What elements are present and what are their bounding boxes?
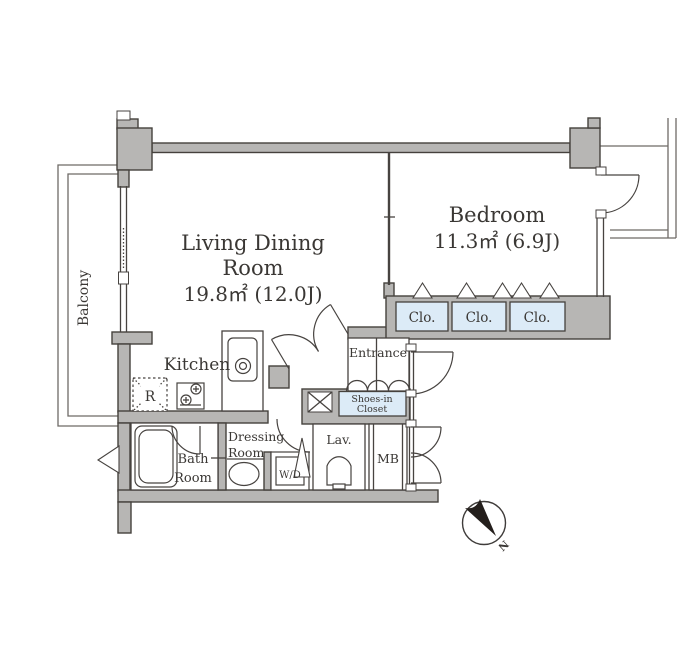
lavatory-floor bbox=[312, 423, 366, 491]
exhaust-vent-mark bbox=[96, 444, 120, 474]
entrance-floor bbox=[347, 337, 410, 392]
labels: Living Dining Room 19.8㎡ (12.0J) Bedroom… bbox=[76, 203, 560, 486]
closet-label-1: Clo. bbox=[409, 310, 436, 326]
shoes-closet-door-arc bbox=[345, 379, 369, 392]
pillar-left bbox=[116, 127, 153, 171]
wall-top-band bbox=[151, 142, 571, 154]
closet-fold-mark bbox=[492, 281, 513, 299]
pillar-right bbox=[569, 127, 601, 169]
meter-box-area bbox=[368, 423, 408, 491]
shoes-closet-door-arc bbox=[366, 379, 390, 392]
wall-bottom-band bbox=[117, 489, 439, 503]
compass-icon: N bbox=[461, 499, 511, 553]
refrigerator-label: R bbox=[145, 389, 156, 405]
door-jamb bbox=[405, 419, 417, 428]
dressing-area bbox=[211, 418, 311, 491]
bedroom-closets bbox=[395, 281, 566, 332]
bedroom-door-arc bbox=[600, 174, 640, 214]
entrance-label: Entrance bbox=[349, 345, 407, 360]
living-double-door-arc bbox=[313, 303, 331, 352]
compass-needle bbox=[465, 499, 496, 536]
meter-box-door-arc bbox=[410, 426, 442, 458]
kitchen-label: Kitchen bbox=[164, 355, 230, 375]
wall-below-pillar bbox=[117, 169, 130, 188]
shoes-closet-label-line2: Closet bbox=[357, 404, 388, 415]
living-double-door-leaf bbox=[329, 304, 349, 335]
balcony-inner-line bbox=[67, 173, 119, 417]
kitchen-area bbox=[132, 330, 264, 412]
bedroom-label: Bedroom bbox=[449, 203, 546, 227]
window-latch bbox=[118, 271, 129, 285]
entrance-door-arc bbox=[410, 351, 454, 395]
dressing-door-leaf bbox=[293, 437, 311, 478]
living-double-door-arc bbox=[271, 334, 320, 352]
meter-box-label: MB bbox=[377, 451, 399, 466]
balcony-window bbox=[116, 110, 131, 332]
closet-box-3 bbox=[509, 301, 566, 332]
balcony-outline bbox=[57, 164, 119, 427]
door-jamb bbox=[595, 166, 607, 176]
meter-box-door-arc bbox=[410, 452, 442, 484]
pillar-right-nub bbox=[587, 117, 601, 129]
closet-label-2: Clo. bbox=[466, 310, 493, 326]
dressing-room-label-line2: Room bbox=[228, 445, 264, 460]
living-room-area: 19.8㎡ (12.0J) bbox=[183, 282, 322, 306]
bedroom-area: 11.3㎡ (6.9J) bbox=[434, 229, 560, 253]
wall-bottom-stub bbox=[117, 501, 132, 534]
wall-left-kitchen bbox=[117, 343, 131, 413]
toilet-bowl bbox=[326, 456, 352, 486]
bath-room-label-line2: Room bbox=[174, 471, 212, 486]
living-double-door-leaf bbox=[270, 339, 290, 370]
dressing-room-label-line1: Dressing bbox=[228, 429, 284, 444]
door-jamb bbox=[405, 389, 417, 398]
toilet-base bbox=[332, 483, 346, 490]
balcony-divider bbox=[116, 110, 131, 121]
meter-box bbox=[368, 423, 408, 491]
shoes-in-closet-box bbox=[338, 390, 407, 417]
lavatory-area bbox=[312, 423, 366, 491]
wall-wd-stub bbox=[263, 451, 272, 491]
refrigerator-label-bg bbox=[141, 385, 159, 404]
pipe-shaft-x bbox=[307, 391, 333, 413]
closet-fold-mark bbox=[412, 281, 433, 299]
closet-fold-mark bbox=[511, 281, 532, 299]
lavatory-label: Lav. bbox=[326, 432, 351, 447]
closet-box-1 bbox=[395, 301, 449, 332]
door-jamb bbox=[405, 343, 417, 352]
north-porch-outline bbox=[600, 118, 677, 239]
entrance-area bbox=[307, 337, 411, 417]
balcony-outer-line bbox=[57, 164, 119, 427]
shoes-closet-door-arc bbox=[387, 379, 411, 392]
wall-left-lower bbox=[117, 422, 131, 492]
wall-bath-divider bbox=[217, 422, 227, 491]
wash-basin bbox=[228, 461, 260, 487]
closet-label-3: Clo. bbox=[524, 310, 551, 326]
closet-fold-mark bbox=[539, 281, 560, 299]
balcony-label: Balcony bbox=[76, 270, 92, 326]
bath-door-arc bbox=[171, 425, 201, 455]
shoes-closet-label-line1: Shoes-in bbox=[351, 394, 392, 405]
closet-fold-mark bbox=[456, 281, 477, 299]
living-room-label-line1: Living Dining bbox=[181, 231, 325, 255]
closet-box-2 bbox=[451, 301, 507, 332]
door-jamb bbox=[405, 483, 417, 492]
bath-area bbox=[130, 422, 219, 491]
bathtub-inner bbox=[138, 429, 174, 484]
door-jamb bbox=[595, 209, 607, 219]
washer-dryer-label: W/D bbox=[279, 470, 301, 481]
doors bbox=[270, 166, 640, 492]
wall-kitchen-bottom bbox=[117, 410, 269, 424]
wall-hall-pier bbox=[268, 365, 290, 389]
living-room-label-line2: Room bbox=[222, 256, 283, 280]
sink-drain-inner bbox=[238, 361, 248, 371]
wall-left-corner bbox=[111, 331, 153, 345]
bath-room-label-line1: Bath bbox=[178, 452, 210, 467]
